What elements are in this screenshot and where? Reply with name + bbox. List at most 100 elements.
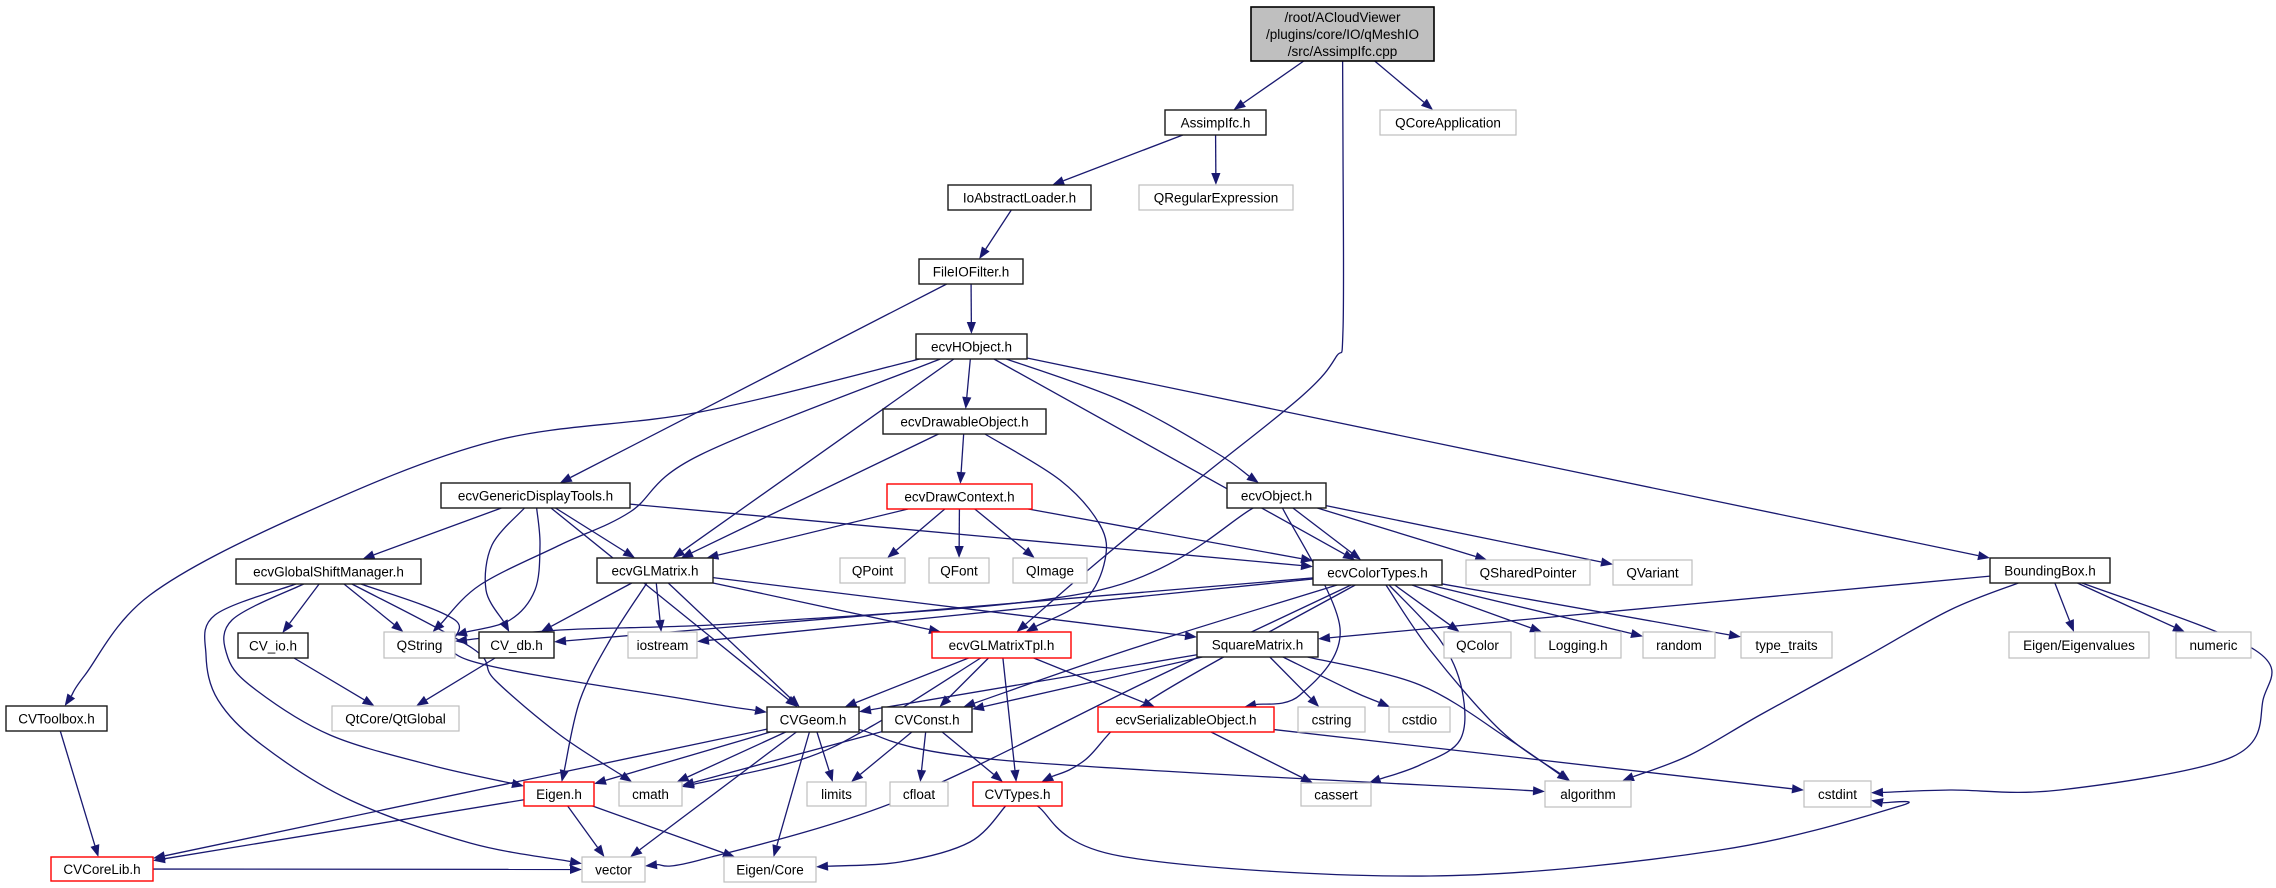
node-qvariant: QVariant <box>1612 559 1693 586</box>
node-ecvgenericdisplaytools[interactable]: ecvGenericDisplayTools.h <box>440 482 631 509</box>
arrowhead-ecvserializableobject-cstdint <box>1791 784 1804 794</box>
node-cv_db[interactable]: CV_db.h <box>478 631 555 659</box>
edge-ecvcolortypes-algorithm <box>1385 584 1561 775</box>
node-fileiofilter[interactable]: FileIOFilter.h <box>918 258 1024 285</box>
node-algorithm: algorithm <box>1544 780 1632 808</box>
edge-ecvcolortypes-logging <box>1411 584 1531 629</box>
node-assimpifc[interactable]: AssimpIfc.h <box>1164 109 1267 136</box>
node-iostream: iostream <box>627 631 698 659</box>
node-cvgeom[interactable]: CVGeom.h <box>766 706 860 733</box>
arrowhead-ecvcolortypes-type_traits <box>1728 630 1741 640</box>
arrowhead-cvconst-cfloat <box>916 769 927 782</box>
edge-cv_db-qtglobal <box>425 657 496 701</box>
node-ecvserializableobject[interactable]: ecvSerializableObject.h <box>1097 706 1275 733</box>
node-box-ecvhobject[interactable] <box>915 333 1028 360</box>
node-cvtoolbox[interactable]: CVToolbox.h <box>5 705 108 732</box>
arrowhead-ecvobject-ecvcolortypes <box>1348 549 1362 560</box>
edge-cvgeom-eigen_h <box>605 731 771 781</box>
arrowhead-ecvcolortypes-cvconst <box>963 698 977 708</box>
edge-ecvglobalshiftmanager-vector <box>204 583 571 863</box>
arrowhead-eigen_h-eigen_core <box>722 848 736 858</box>
node-cvtypes[interactable]: CVTypes.h <box>972 781 1063 807</box>
edge-ecvdrawableobject-ecvglmatrix <box>691 433 939 554</box>
node-box-ecvcolortypes[interactable] <box>1312 559 1443 586</box>
arrowhead-cvtoolbox-cvcorelib <box>90 844 100 857</box>
node-ecvdrawcontext[interactable]: ecvDrawContext.h <box>886 483 1033 510</box>
arrowhead-ioabstractloader-fileiofilter <box>979 246 990 259</box>
node-box-ecvdrawableobject[interactable] <box>882 408 1047 435</box>
arrowhead-eigen_h-cvcorelib <box>153 854 166 864</box>
node-vector: vector <box>581 856 646 883</box>
arrowhead-cvconst-cvtypes <box>990 770 1003 782</box>
edge-squarematrix-cvconst <box>983 656 1203 708</box>
node-cvcorelib[interactable]: CVCoreLib.h <box>50 856 154 882</box>
node-box-cvgeom[interactable] <box>766 706 860 733</box>
node-boundingbox[interactable]: BoundingBox.h <box>1989 557 2111 584</box>
node-ecvglmatrix[interactable]: ecvGLMatrix.h <box>596 557 714 584</box>
arrowhead-boundingbox-eigen_eigenvalues <box>2065 619 2074 632</box>
arrowhead-ecvdrawableobject-ecvdrawcontext <box>956 471 966 484</box>
arrowhead-ecvglobalshiftmanager-cvgeom <box>754 705 767 715</box>
edge-assimpifc-ioabstractloader <box>1063 134 1184 182</box>
node-box-cvconst[interactable] <box>881 706 973 733</box>
arrowhead-ecvobject-qvariant <box>1600 557 1613 567</box>
arrowhead-cvgeom-eigen_h <box>594 775 607 785</box>
node-eigen_h[interactable]: Eigen.h <box>523 781 595 807</box>
node-box-cv_io[interactable] <box>237 632 309 659</box>
node-cvconst[interactable]: CVConst.h <box>881 706 973 733</box>
node-ecvobject[interactable]: ecvObject.h <box>1226 482 1327 509</box>
arrowhead-ecvserializableobject-cassert <box>1300 773 1313 783</box>
node-root: /root/ACloudViewer/plugins/core/IO/qMesh… <box>1250 6 1435 62</box>
node-box-boundingbox[interactable] <box>1989 557 2111 584</box>
arrowhead-cvgeom-algorithm <box>1532 786 1545 796</box>
node-box-ecvglmatrixtpl[interactable] <box>931 631 1072 659</box>
node-box-ecvgenericdisplaytools[interactable] <box>440 482 631 509</box>
node-box-qregularexpression <box>1138 184 1294 211</box>
node-box-qimage <box>1012 557 1088 584</box>
edge-ecvglmatrixtpl-cvconst <box>947 657 989 699</box>
edge-ecvglmatrix-iostream <box>655 582 661 621</box>
arrowhead-cvgeom-cmath <box>676 772 690 782</box>
node-squarematrix[interactable]: SquareMatrix.h <box>1196 631 1319 658</box>
node-ecvdrawableobject[interactable]: ecvDrawableObject.h <box>882 408 1047 435</box>
node-box-fileiofilter[interactable] <box>918 258 1024 285</box>
edge-ecvglmatrix-cv_db <box>550 582 633 627</box>
edge-boundingbox-squarematrix <box>1329 575 1991 639</box>
arrowhead-ecvdrawcontext-qfont <box>954 545 964 558</box>
edge-squarematrix-cstdio <box>1282 656 1380 703</box>
node-box-ecvglobalshiftmanager[interactable] <box>235 558 422 585</box>
node-ecvhobject[interactable]: ecvHObject.h <box>915 333 1028 360</box>
arrowhead-fileiofilter-ecvgenericdisplaytools <box>559 473 573 483</box>
node-box-cvtoolbox[interactable] <box>5 705 108 732</box>
arrowhead-ecvdrawcontext-ecvcolortypes <box>1300 554 1313 564</box>
node-box-cvtypes[interactable] <box>972 781 1063 807</box>
node-box-assimpifc[interactable] <box>1164 109 1267 136</box>
edge-ecvglobalshiftmanager-cvgeom <box>360 583 756 711</box>
node-box-cv_db[interactable] <box>478 631 555 659</box>
node-box-ioabstractloader[interactable] <box>947 184 1092 211</box>
node-ecvcolortypes[interactable]: ecvColorTypes.h <box>1312 559 1443 586</box>
edge-ecvgenericdisplaytools-ecvglmatrix <box>555 507 626 553</box>
node-box-qfont <box>928 557 990 584</box>
arrowhead-cvtypes-cstdint <box>1871 798 1884 808</box>
node-ecvglobalshiftmanager[interactable]: ecvGlobalShiftManager.h <box>235 558 422 585</box>
node-ioabstractloader[interactable]: IoAbstractLoader.h <box>947 184 1092 211</box>
edge-ecvcolortypes-type_traits <box>1441 583 1730 636</box>
node-box-ecvdrawcontext[interactable] <box>886 483 1033 510</box>
node-box-cvcorelib[interactable] <box>50 856 154 882</box>
node-box-eigen_h[interactable] <box>523 781 595 807</box>
node-numeric: numeric <box>2175 631 2252 659</box>
node-box-qstring <box>383 631 456 659</box>
node-box-qcolor <box>1443 631 1512 659</box>
node-box-ecvobject[interactable] <box>1226 482 1327 509</box>
node-cv_io[interactable]: CV_io.h <box>237 632 309 659</box>
node-box-squarematrix[interactable] <box>1196 631 1319 658</box>
edge-ecvdrawableobject-ecvglmatrixtpl <box>984 433 1108 627</box>
node-ecvglmatrixtpl[interactable]: ecvGLMatrixTpl.h <box>931 631 1072 659</box>
arrowhead-ecvcolortypes-random <box>1630 629 1643 639</box>
node-box-ecvserializableobject[interactable] <box>1097 706 1275 733</box>
node-qregularexpression: QRegularExpression <box>1138 184 1294 211</box>
node-box-ecvglmatrix[interactable] <box>596 557 714 584</box>
node-box-type_traits <box>1740 631 1833 659</box>
node-box-vector <box>581 856 646 883</box>
